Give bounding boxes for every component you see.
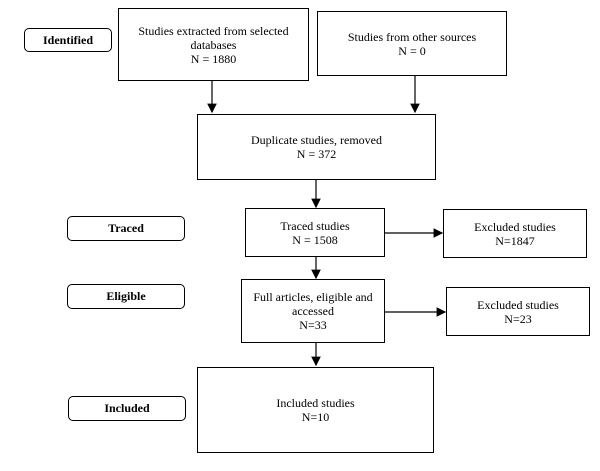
box-excluded-traced: Excluded studies N=1847 [443,209,587,258]
box-excluded-traced-count: N=1847 [495,233,535,248]
box-databases-count: N = 1880 [190,51,237,66]
box-full-articles: Full articles, eligible and accessed N=3… [241,279,385,343]
box-duplicates-title: Duplicate studies, removed [251,133,382,147]
box-excluded-full: Excluded studies N=23 [446,287,590,336]
stage-eligible: Eligible [67,284,185,309]
box-included-count: N=10 [301,410,330,424]
box-duplicates: Duplicate studies, removed N = 372 [197,114,436,180]
box-other-sources-title: Studies from other sources [347,29,477,44]
stage-eligible-label: Eligible [106,289,146,303]
stage-included-label: Included [104,401,150,415]
stage-identified-label: Identified [42,32,93,47]
box-excluded-full-count: N=23 [504,311,532,326]
box-full-articles-count: N=33 [299,318,327,332]
stage-traced-label: Traced [108,221,144,235]
box-duplicates-count: N = 372 [296,147,337,161]
box-traced-count: N = 1508 [292,232,338,247]
stage-identified: Identified [24,28,112,52]
box-excluded-traced-title: Excluded studies [474,219,556,234]
box-full-articles-title: Full articles, eligible and accessed [253,290,373,318]
box-other-sources-count: N = 0 [398,43,426,58]
box-included: Included studies N=10 [197,367,434,453]
stage-traced: Traced [67,216,185,241]
box-databases: Studies extracted from selected database… [118,8,309,81]
box-excluded-full-title: Excluded studies [477,297,559,312]
box-traced-title: Traced studies [280,218,350,233]
box-other-sources: Studies from other sources N = 0 [317,11,507,76]
stage-included: Included [68,396,186,421]
box-databases-title: Studies extracted from selected database… [138,23,289,52]
box-included-title: Included studies [276,396,355,410]
box-traced: Traced studies N = 1508 [245,208,385,257]
